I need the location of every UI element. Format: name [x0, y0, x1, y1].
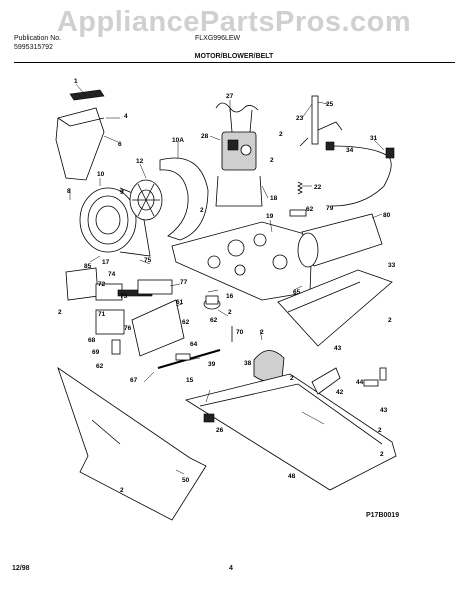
callout-label: 61 [176, 299, 184, 306]
callout-label: 2 [200, 207, 204, 214]
callout-label: 43 [334, 345, 342, 352]
callout-label: 34 [346, 147, 354, 154]
callout-label: 22 [314, 184, 322, 191]
callout-label: 4 [124, 113, 128, 120]
callout-label: 31 [370, 135, 378, 142]
callout-label: 50 [182, 477, 190, 484]
callout-label: 9 [120, 189, 124, 196]
drive-motor-part [215, 102, 263, 207]
callout-label: 74 [108, 271, 116, 278]
callout-label: 79 [326, 205, 334, 212]
callout-label: 85 [84, 263, 92, 270]
callout-label: 10A [172, 137, 184, 144]
callout-label: 77 [180, 279, 188, 286]
callout-label: 48 [288, 473, 296, 480]
cylinder-part [297, 213, 383, 268]
leader-lines [69, 83, 385, 475]
blower-cover-part [159, 157, 209, 241]
callout-label: 64 [190, 341, 198, 348]
callout-label: 62 [210, 317, 218, 324]
callout-label: 43 [380, 407, 388, 414]
motor-base-plate-part [171, 221, 313, 301]
callout-label: 69 [92, 349, 100, 356]
callout-label: 2 [380, 451, 384, 458]
drawing-code: P17B0019 [366, 512, 400, 519]
callout-label: 42 [336, 389, 344, 396]
callout-label: 2 [378, 427, 382, 434]
rear-panel-part [277, 269, 393, 347]
clips-part [363, 367, 387, 387]
callout-label: 19 [266, 213, 274, 220]
callout-label: 28 [201, 133, 209, 140]
watermark-logo: AppliancePartsPros.com [56, 6, 412, 38]
blower-wheel-part [129, 179, 163, 221]
valve-assembly-part [65, 267, 185, 357]
callout-label: 38 [244, 360, 252, 367]
callout-label: 2 [270, 157, 274, 164]
idler-spring-part [289, 181, 307, 217]
shaft-part [157, 349, 221, 369]
header-divider [14, 62, 455, 63]
callout-label: 67 [130, 377, 138, 384]
model-number: FLXG996LEW [195, 35, 241, 42]
cabinet-base-part [184, 373, 397, 491]
power-cord-part [325, 141, 395, 207]
callout-label: 8 [67, 188, 71, 195]
callout-label: 10 [97, 171, 105, 178]
idler-arm-part [299, 95, 343, 147]
callout-label: 2 [388, 317, 392, 324]
callout-label: 80 [383, 212, 391, 219]
callout-label: 23 [296, 115, 304, 122]
callout-label: 75 [144, 257, 152, 264]
callout-label: 72 [98, 281, 106, 288]
motor-pulley-part [203, 295, 233, 342]
callout-label: 70 [236, 329, 244, 336]
callout-label: 26 [216, 427, 224, 434]
callout-label: 6 [118, 141, 122, 148]
callout-label: 44 [356, 379, 364, 386]
callout-label: 33 [388, 262, 396, 269]
callout-label: 2 [58, 309, 62, 316]
callout-label: 39 [208, 361, 216, 368]
callout-label: 2 [260, 329, 264, 336]
callout-labels: 1 4 6 8 10 9 12 10A 27 28 2 18 2 2 23 25… [58, 78, 396, 494]
callout-label: 15 [186, 377, 194, 384]
publication-number: 5995315792 [14, 44, 53, 51]
front-panel-part [57, 366, 207, 521]
exhaust-duct-part [55, 89, 105, 181]
blower-housing-part [79, 187, 151, 257]
callout-label: 68 [88, 337, 96, 344]
section-title: MOTOR/BLOWER/BELT [194, 53, 274, 60]
callout-label: 73 [120, 293, 128, 300]
callout-label: 1 [74, 78, 78, 85]
callout-label: 65 [293, 289, 301, 296]
callout-label: 62 [306, 206, 314, 213]
callout-label: 62 [96, 363, 104, 370]
callout-label: 2 [290, 375, 294, 382]
page-number: 4 [229, 565, 233, 572]
callout-label: 16 [226, 293, 234, 300]
support-bracket-part [311, 367, 341, 395]
callout-label: 62 [182, 319, 190, 326]
publication-label: Publication No. [14, 35, 62, 42]
callout-label: 2 [228, 309, 232, 316]
callout-label: 18 [270, 195, 278, 202]
callout-label: 71 [98, 311, 106, 318]
callout-label: 17 [102, 259, 110, 266]
callout-label: 25 [326, 101, 334, 108]
callout-label: 2 [279, 131, 283, 138]
callout-label: 2 [120, 487, 124, 494]
revision-date: 12/98 [12, 565, 30, 572]
callout-label: 27 [226, 93, 234, 100]
callout-label: 12 [136, 158, 144, 165]
callout-label: 76 [124, 325, 132, 332]
